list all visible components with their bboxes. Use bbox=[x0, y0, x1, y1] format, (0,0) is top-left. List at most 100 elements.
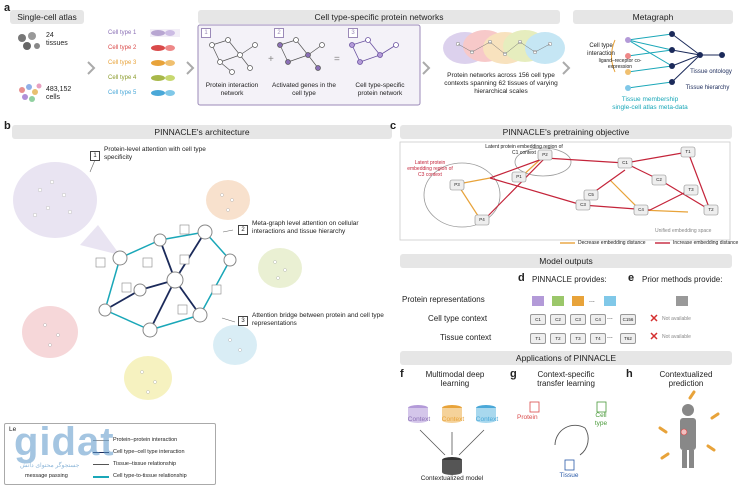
legend-title: Le bbox=[9, 426, 17, 433]
pretraining-header: PINNACLE's pretraining objective bbox=[400, 125, 732, 139]
cell-type-1: Cell type 1 bbox=[108, 30, 137, 36]
node-c3: C3 bbox=[580, 202, 586, 207]
metagraph-glyph bbox=[611, 31, 725, 91]
d-title: PINNACLE provides: bbox=[532, 275, 607, 284]
networks-caption: Protein networks across 156 cell type co… bbox=[444, 72, 558, 95]
e-title: Prior methods provide: bbox=[642, 275, 723, 284]
step-2-label: Activated genes in the cell type bbox=[272, 82, 336, 97]
cells-count: 483,152 bbox=[46, 86, 72, 93]
step-3-number: 3 bbox=[348, 28, 358, 38]
multimodal-cylinders bbox=[408, 405, 496, 475]
step-3-label: Cell type-specific protein network bbox=[355, 82, 405, 97]
g-protein: Protein bbox=[517, 414, 538, 421]
mg-tissue-hierarchy: Tissue hierarchy bbox=[685, 85, 730, 91]
callout-2-number: 2 bbox=[238, 225, 248, 235]
mg-tissue-membership: Tissue membership bbox=[621, 96, 679, 103]
mg-ligand: ligand–receptor co-expression bbox=[598, 58, 642, 70]
node-p4: P4 bbox=[479, 217, 485, 222]
callout-1-text: Protein-level attention with cell type s… bbox=[104, 146, 206, 161]
cell-not-available: Not available bbox=[662, 316, 691, 322]
tissue-chip-dots: ... bbox=[607, 333, 613, 340]
panel-g-label: g bbox=[510, 368, 517, 380]
protein-dots: ... bbox=[589, 297, 595, 304]
tissue-chip-1: T1 bbox=[530, 333, 546, 344]
tissue-chip-2: T2 bbox=[550, 333, 566, 344]
watermark-logo: gidat bbox=[14, 420, 115, 464]
node-t1: T1 bbox=[685, 149, 691, 154]
networks-header: Cell type-specific protein networks bbox=[198, 10, 560, 24]
svg-text:=: = bbox=[334, 54, 340, 65]
legend-line-4 bbox=[93, 476, 109, 478]
architecture-graph bbox=[13, 159, 302, 400]
legend-increase: Increase embedding distance bbox=[673, 240, 739, 246]
step-1-number: 1 bbox=[201, 28, 211, 38]
metagraph-header: Metagraph bbox=[573, 10, 733, 24]
pretraining-edges bbox=[457, 151, 711, 223]
tissues-count: 24 bbox=[46, 32, 54, 39]
tissues-label: tissues bbox=[46, 40, 68, 47]
legend-line-3 bbox=[93, 464, 109, 465]
cell-chip-4: C4 bbox=[590, 314, 606, 325]
h-title: Contextualized prediction bbox=[659, 370, 713, 388]
f-context-1: Context bbox=[407, 416, 431, 423]
node-c1: C1 bbox=[622, 160, 628, 165]
cell-chip-dots: ... bbox=[607, 314, 613, 321]
cell-chip-2: C2 bbox=[550, 314, 566, 325]
cell-type-blobs bbox=[150, 29, 180, 96]
mg-atlas-meta: single-cell atlas meta-data bbox=[612, 104, 688, 111]
mg-tissue-ontology: Tissue ontology bbox=[690, 69, 732, 75]
node-p3: P3 bbox=[454, 182, 460, 187]
legend-line-1 bbox=[93, 440, 109, 441]
callout-3-number: 3 bbox=[238, 316, 248, 326]
not-available-x-icons bbox=[650, 314, 658, 340]
step-2-number: 2 bbox=[274, 28, 284, 38]
flow-chevrons bbox=[87, 61, 571, 75]
activated-genes-glyph bbox=[277, 37, 325, 71]
applications-header: Applications of PINNACLE bbox=[400, 351, 732, 365]
panel-h-label: h bbox=[626, 368, 633, 380]
model-outputs-header: Model outputs bbox=[400, 254, 732, 268]
step-1-label: Protein interaction network bbox=[205, 82, 259, 97]
space-label: Unified embedding space bbox=[655, 228, 712, 234]
g-title: Context-specific transfer learning bbox=[537, 370, 595, 388]
legend-decrease: Decrease embedding distance bbox=[578, 240, 646, 246]
watermark-subtitle: جستجوگر محتوای دانش bbox=[20, 463, 80, 469]
node-c5: C5 bbox=[588, 192, 594, 197]
panel-e-label: e bbox=[628, 272, 635, 284]
node-p1: P1 bbox=[516, 174, 522, 179]
panel-d-label: d bbox=[518, 272, 525, 284]
protein-network-glyph bbox=[209, 37, 258, 75]
legend-line-2 bbox=[93, 452, 109, 453]
tissue-icons bbox=[18, 32, 40, 50]
cell-specific-network-glyph bbox=[349, 37, 399, 65]
legend-item-3: Tissue–tissue relationship bbox=[113, 461, 177, 467]
network-blobs bbox=[443, 30, 565, 64]
node-c4: C4 bbox=[638, 207, 644, 212]
f-context-3: Context bbox=[475, 416, 499, 423]
atlas-header: Single-cell atlas bbox=[10, 10, 84, 24]
legend-item-1: Protein–protein interaction bbox=[113, 437, 178, 443]
f-title: Multimodal deep learning bbox=[425, 370, 485, 388]
svg-text:+: + bbox=[268, 54, 274, 65]
g-cell: Cell type bbox=[594, 412, 608, 427]
transfer-cycle bbox=[529, 401, 607, 471]
cell-chip-last: C156 bbox=[620, 314, 636, 325]
panel-f-label: f bbox=[400, 368, 404, 380]
architecture-header: PINNACLE's architecture bbox=[12, 125, 392, 139]
callout-3-text: Attention bridge between protein and cel… bbox=[252, 312, 384, 327]
cells-icons bbox=[19, 83, 42, 102]
cell-type-4: Cell type 4 bbox=[108, 75, 137, 81]
legend-item-2: Cell type–cell type interaction bbox=[113, 449, 185, 455]
node-t3: T3 bbox=[688, 187, 694, 192]
node-p2: P2 bbox=[542, 152, 548, 157]
legend-item-4: Cell type-to-tissue relationship bbox=[113, 473, 187, 479]
callout-2-text: Meta-graph level attention on cellular i… bbox=[252, 220, 359, 235]
tissue-chip-last: T62 bbox=[620, 333, 636, 344]
tissue-not-available: Not available bbox=[662, 334, 691, 340]
region-c1-label: Latent protein embedding region of C1 co… bbox=[485, 144, 563, 156]
cell-type-2: Cell type 2 bbox=[108, 45, 137, 51]
mg-cell-type-interaction: Cell type interaction bbox=[587, 43, 615, 57]
row-cell: Cell type context bbox=[428, 314, 488, 323]
patient-figure bbox=[658, 390, 720, 468]
